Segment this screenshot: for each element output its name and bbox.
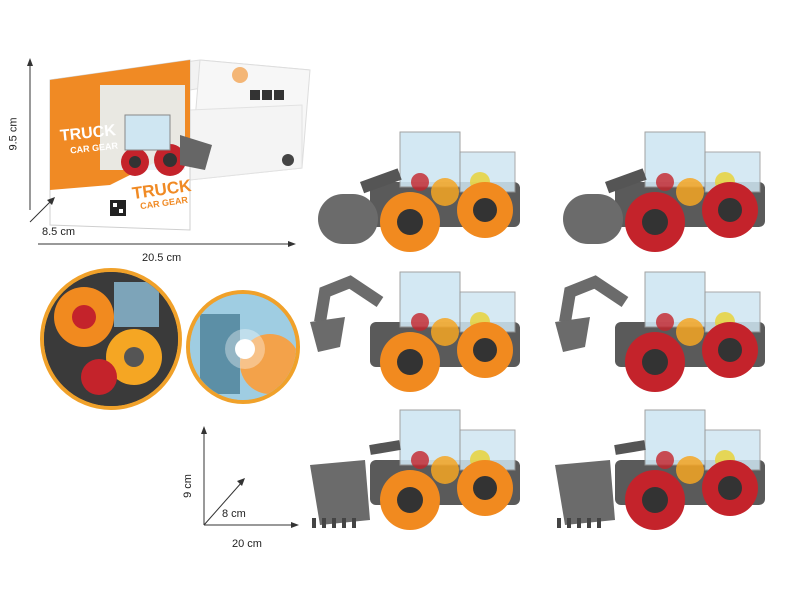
front-wheel (380, 470, 440, 530)
front-wheel (625, 332, 685, 392)
rear-wheel (457, 460, 513, 516)
box-depth-label: 8.5 cm (42, 226, 76, 238)
rear-wheel (457, 182, 513, 238)
front-wheel (380, 192, 440, 252)
truck-variant-excavator (310, 262, 540, 402)
bulldozer-bucket (310, 440, 401, 528)
box-height-label: 9.5 cm (7, 117, 20, 151)
toy-width-label: 20 cm (232, 538, 262, 550)
light-closeup (186, 290, 300, 404)
toy-height-label: 9 cm (181, 474, 194, 498)
excavator-arm (310, 275, 384, 352)
truck-variant-roller (310, 122, 540, 262)
roller-attachment (563, 168, 647, 244)
rear-wheel (702, 460, 758, 516)
front-wheel (625, 192, 685, 252)
truck-variant-bulldozer (310, 400, 540, 540)
gears-closeup (40, 268, 182, 410)
excavator-arm (555, 275, 629, 352)
roller-attachment (318, 168, 402, 244)
box-width-label: 20.5 cm (142, 252, 182, 264)
truck-variant-excavator (555, 262, 785, 402)
truck-variant-bulldozer (555, 400, 785, 540)
rear-wheel (702, 182, 758, 238)
box-drawing (49, 59, 311, 231)
light-closeup-art (190, 294, 296, 400)
packaging-box: TRUCK CAR GEAR TRUCK CAR GEAR (40, 50, 320, 250)
toy-depth-label: 8 cm (222, 508, 246, 520)
rear-wheel (457, 322, 513, 378)
gears-closeup-art (44, 272, 178, 406)
bulldozer-bucket (555, 440, 646, 528)
front-wheel (380, 332, 440, 392)
front-wheel (625, 470, 685, 530)
truck-variant-roller (555, 122, 785, 262)
rear-wheel (702, 322, 758, 378)
